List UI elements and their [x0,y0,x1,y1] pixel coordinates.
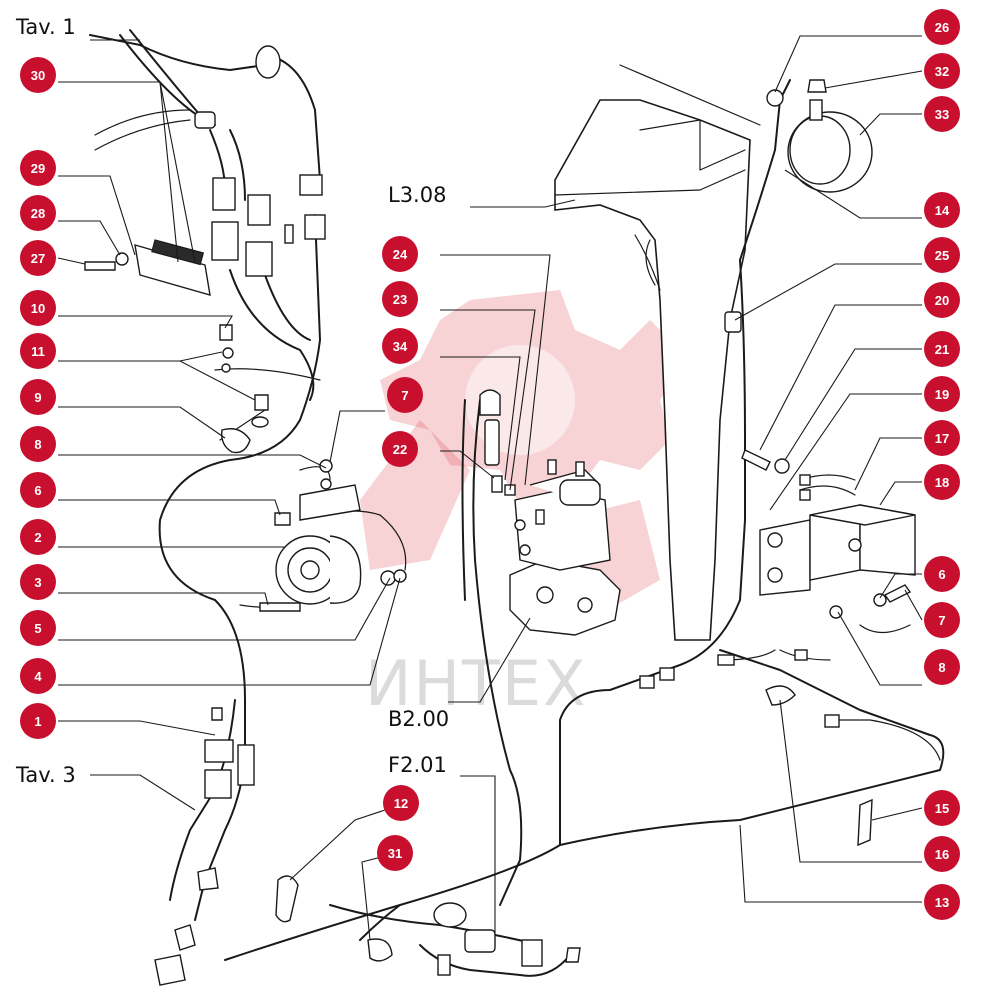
svg-text:4: 4 [34,669,42,684]
svg-text:17: 17 [935,431,949,446]
callout-badge: 6 [20,472,56,508]
callout-badge: 18 [924,464,960,500]
svg-text:31: 31 [388,846,402,861]
callouts: 30 29 28 27 10 11 9 8 6 2 3 5 4 1 7 24 2… [20,9,960,920]
callout-badge: 25 [924,237,960,273]
injection-pump [509,459,621,636]
svg-text:23: 23 [393,292,407,307]
svg-text:25: 25 [935,248,949,263]
callout-badge: 28 [20,195,56,231]
svg-text:26: 26 [935,20,949,35]
callout-badge: 24 [382,236,418,272]
callout-badge: 5 [20,610,56,646]
svg-text:19: 19 [935,387,949,402]
svg-text:9: 9 [34,390,41,405]
svg-text:30: 30 [31,68,45,83]
svg-text:29: 29 [31,161,45,176]
svg-text:10: 10 [31,301,45,316]
callout-badge: 17 [924,420,960,456]
callout-badge: 13 [924,884,960,920]
svg-text:13: 13 [935,895,949,910]
svg-text:24: 24 [393,247,408,262]
callout-badge: 7 [924,602,960,638]
svg-text:7: 7 [401,388,408,403]
callout-badge: 34 [382,328,418,364]
svg-text:34: 34 [393,339,408,354]
horn-bracket [299,484,361,521]
reference-labels: Tav. 1 Tav. 3 L3.08 B2.00 F2.01 [15,15,449,787]
callout-badge: 12 [383,785,419,821]
ref-tav1: Tav. 1 [15,15,76,39]
svg-text:33: 33 [935,107,949,122]
wire-clamp [221,428,251,454]
ref-tav3: Tav. 3 [15,763,76,787]
svg-text:8: 8 [34,437,41,452]
callout-badge: 23 [382,281,418,317]
callout-badge: 20 [924,282,960,318]
grommet [255,45,281,79]
callout-badge: 33 [924,96,960,132]
ref-b200: B2.00 [388,707,449,731]
callout-badge: 31 [377,835,413,871]
sensor-connector [464,929,496,953]
svg-text:21: 21 [935,342,949,357]
ref-f201: F2.01 [388,753,447,777]
callout-badge: 27 [20,240,56,276]
svg-text:7: 7 [938,613,945,628]
components [84,45,916,986]
callout-badge: 14 [924,192,960,228]
callout-badge: 2 [20,519,56,555]
svg-text:20: 20 [935,293,949,308]
svg-text:27: 27 [31,251,45,266]
svg-text:6: 6 [938,567,945,582]
ref-l308: L3.08 [388,183,446,207]
callout-badge: 3 [20,564,56,600]
callout-badge: 30 [20,57,56,93]
voltage-regulator [759,504,916,596]
svg-text:32: 32 [935,64,949,79]
callout-badge: 11 [20,333,56,369]
callout-badge: 9 [20,379,56,415]
callout-badge: 8 [20,426,56,462]
callout-badge: 7 [387,377,423,413]
svg-text:18: 18 [935,475,949,490]
svg-text:6: 6 [34,483,41,498]
svg-text:8: 8 [938,660,945,675]
callout-badge: 16 [924,836,960,872]
callout-badge: 1 [20,703,56,739]
callout-badge: 15 [924,790,960,826]
svg-text:2: 2 [34,530,41,545]
callout-badge: 19 [924,376,960,412]
callout-badge: 29 [20,150,56,186]
svg-text:3: 3 [34,575,41,590]
watermark-text: ИНТЕХ [365,647,588,720]
callout-badge: 10 [20,290,56,326]
svg-text:11: 11 [31,344,45,359]
wiring-harness [89,29,945,977]
chassis-frame [94,64,761,641]
callout-badge: 6 [924,556,960,592]
svg-text:1: 1 [34,714,41,729]
callout-badge: 26 [924,9,960,45]
callout-badge: 32 [924,53,960,89]
svg-text:15: 15 [935,801,949,816]
callout-badge: 21 [924,331,960,367]
callout-badge: 22 [382,431,418,467]
svg-text:5: 5 [34,621,41,636]
svg-text:28: 28 [31,206,45,221]
callout-badge: 4 [20,658,56,694]
svg-text:16: 16 [935,847,949,862]
svg-text:12: 12 [394,796,408,811]
svg-text:22: 22 [393,442,407,457]
svg-text:14: 14 [935,203,950,218]
callout-badge: 8 [924,649,960,685]
leader-lines [57,35,923,941]
